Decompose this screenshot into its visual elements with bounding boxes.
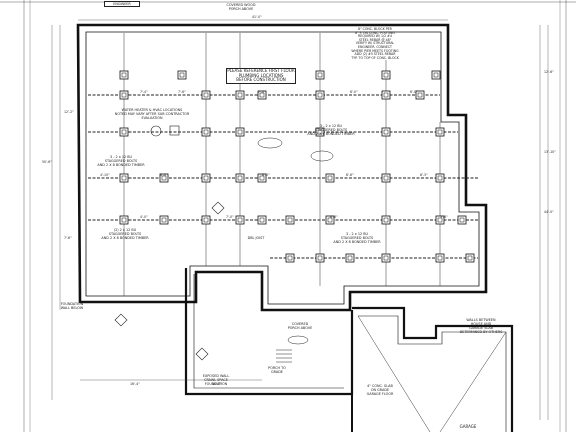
first-floor-plumbing-note: PLEASE REFERENCE FIRST FLOOR PLUMBING LO… [226, 68, 296, 84]
block-pier-note: 8" CONC. BLOCK PER 8" F. ON CONC. FOOTIN… [336, 28, 414, 60]
dim-row-a-2: 7'-6" [178, 90, 186, 94]
pier-footing [236, 128, 244, 136]
pier-footing [316, 71, 324, 79]
pier-footing [120, 71, 128, 79]
dim-vert-mid: 12'-2" [64, 110, 74, 114]
pier-footing [202, 128, 210, 136]
dim-row-c-2: 7'-0" [226, 215, 234, 219]
pier-footing [382, 254, 390, 262]
pier-footing [436, 128, 444, 136]
cloud-callouts [258, 138, 333, 344]
pier-footing [120, 216, 128, 224]
dim-row-b-4: 8'-6" [346, 173, 354, 177]
dim-left-overall: 50'-6" [42, 160, 52, 164]
dim-vert-left: 7'-6" [64, 236, 72, 240]
water-heater-note: WATER HEATER & HVAC LOCATIONS NOTED MAY … [112, 108, 192, 120]
dim-row-c-1: 4'-0" [140, 215, 148, 219]
pier-footing [236, 91, 244, 99]
dim-row-a-3: 7'-0" [258, 90, 266, 94]
pier-footing [286, 254, 294, 262]
hvac-unit-icon [170, 126, 179, 135]
dim-right-upper: 12'-6" [544, 70, 554, 74]
pier-footing [236, 174, 244, 182]
covered-porch-mid-label: COVERED PORCH ABOVE [280, 322, 320, 330]
pier-footing [458, 216, 466, 224]
dim-row-a-4: 6'-0" [350, 90, 358, 94]
pier-footing [382, 216, 390, 224]
dim-top-overall: 41'-0" [252, 15, 262, 19]
pier-footing [436, 254, 444, 262]
section-marker-icon [212, 202, 224, 214]
dim-row-a-5: 6'-0" [410, 90, 418, 94]
pier-footing [382, 174, 390, 182]
double-joist-label: DBL JOIST [246, 236, 266, 240]
pier-footing [160, 216, 168, 224]
dim-row-c-3: 8'-6" [330, 215, 338, 219]
pier-footing [120, 91, 128, 99]
water-heater-icon [151, 126, 161, 136]
garage-label: GARAGE [448, 425, 488, 429]
pier-footing [178, 71, 186, 79]
staggered-bolts-note-4: 3 - 2 x 12 BU STAGGERED BOLTS AND 2 X 8 … [330, 232, 384, 244]
stair-note: PORCH TO GRADE [262, 366, 292, 374]
crawl-space-note: EXPOSED WALL CRAWL SPACE FOUNDATION [196, 374, 236, 386]
staggered-bolts-note-1: 3 - 2 x 12 BU STAGGERED BOLTS AND 2 X 8 … [94, 155, 148, 167]
pier-footing [236, 216, 244, 224]
stair-treads [276, 350, 292, 362]
dim-row-b-2: 6'-0" [160, 173, 168, 177]
staggered-bolts-note-3: (2) 2 x 12 BU STAGGERED BOLTS AND 2 X 8 … [98, 228, 152, 240]
pier-footing [202, 174, 210, 182]
pier-footing [432, 71, 440, 79]
pier-footing [202, 216, 210, 224]
dim-row-a-1: 7'-4" [140, 90, 148, 94]
pier-footing [202, 91, 210, 99]
pier-footing [286, 216, 294, 224]
dim-row-b-1: 4'-10" [100, 173, 110, 177]
pier-footing [346, 254, 354, 262]
pier-footing [436, 174, 444, 182]
porch-above-label: COVERED WOOD PORCH ABOVE [216, 3, 266, 11]
dim-right-mid: 13'-10" [544, 150, 556, 154]
pier-footing [316, 91, 324, 99]
engineer-note: ENGINEER [104, 1, 140, 7]
garage-slab-note: 4" CONC. SLAB ON GRADE GARAGE FLOOR [362, 384, 398, 396]
dim-row-b-3: 8'-0" [262, 173, 270, 177]
foundation-wall-note: FOUNDATION WALL BELOW [54, 302, 90, 310]
walls-between-note: WALLS BETWEEN HOUSE AND GARAGE SLAB DETE… [456, 318, 506, 334]
dim-row-b-5: 8'-3" [420, 173, 428, 177]
dim-row-c-4: 3'-8" [440, 215, 448, 219]
pier-footing [382, 71, 390, 79]
staggered-bolts-note-2: 3 - 2 x 12 BU STAGGERED BOLTS AND 2 X 8 … [304, 124, 358, 136]
section-marker-icon [115, 314, 127, 326]
pier-footing [382, 128, 390, 136]
pier-footing [316, 254, 324, 262]
pier-footing [326, 174, 334, 182]
dim-right-overall: 44'-0" [544, 210, 554, 214]
pier-footing [466, 254, 474, 262]
pier-group [120, 71, 474, 262]
pier-footing [382, 91, 390, 99]
dim-bottom-left: 16'-4" [130, 382, 140, 386]
pier-footing [120, 128, 128, 136]
pier-footing [120, 174, 128, 182]
section-marker-icon [196, 348, 208, 360]
pier-footing [258, 216, 266, 224]
